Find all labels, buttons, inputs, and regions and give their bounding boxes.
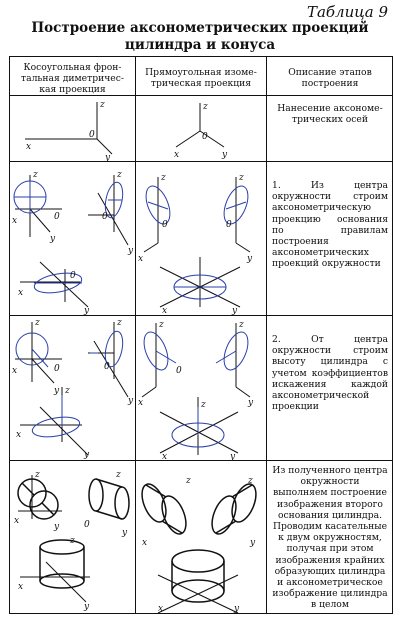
oblique-circle-xy: x y 0 [18,261,90,316]
title-line-1: Построение аксонометрических проекций [31,20,369,36]
construction-table: Косоугольная фрон- тальная диметричес- к… [9,56,393,614]
axis-label-o: 0 [102,212,108,222]
iso-axes-row1: z x y 0 [174,102,228,160]
iso-cylinder-left: z x [141,476,191,548]
axis-label-y: y [121,528,128,538]
axis-label-o: 0 [89,130,95,140]
oblique-cylinder-yz: z 0 y [84,470,130,538]
axis-label-z: z [238,320,244,330]
axis-label-x: x [138,398,143,408]
iso-height-left: z x 0 [138,320,182,408]
header-divider [10,95,392,96]
oblique-height-xy: z x y [16,386,90,460]
axis-label-y: y [83,602,90,612]
axis-label-z: z [116,318,122,328]
axis-label-z: z [34,470,40,480]
axis-label-y: y [246,254,253,264]
row-2-description: 1. Из центра окружности строим аксономет… [272,180,388,270]
iso-circle-right: z y 0 [223,173,253,264]
iso-circle-bottom: x y [159,257,241,316]
axis-label-z: z [116,170,122,180]
axis-label-z: z [34,318,40,328]
axis-label-z: z [185,476,191,486]
axis-label-x: x [158,604,163,614]
axis-label-o: 0 [70,271,76,281]
oblique-circle-yz: z 0 y [88,170,134,256]
drawings-layer: z x y 0 z x y 0 z x y 0 [12,100,257,614]
page-title: Построение аксонометрических проекций ци… [0,20,400,54]
axis-label-z: z [69,536,75,546]
axis-label-y: y [221,150,228,160]
axis-label-x: x [12,366,17,376]
axis-label-x: x [16,430,21,440]
axis-label-o: 0 [84,520,90,530]
axis-label-o: 0 [54,212,60,222]
table-number: Таблица 9 [306,3,388,21]
axis-label-x: x [162,306,167,316]
iso-cylinder-right: z y [211,476,257,548]
axis-label-y: y [53,386,60,396]
axis-label-y: y [83,306,90,316]
header-description: Описание этапов построения [288,67,372,89]
iso-height-bottom: z x y [159,397,239,462]
iso-circle-left: z x 0 [138,173,171,264]
axis-label-o: 0 [104,362,110,372]
axis-label-z: z [32,170,38,180]
axis-label-y: y [231,306,238,316]
axis-label-z: z [202,102,208,112]
axis-label-x: x [26,142,31,152]
oblique-height-xz: z x y 0 [12,318,62,396]
oblique-height-yz: z 0 y [88,318,134,406]
iso-height-right: z y [215,320,254,408]
row-1-description: Нанесение аксономе-трических осей [277,103,383,126]
axis-label-x: x [12,216,17,226]
axis-label-z: z [99,100,105,110]
axis-label-z: z [64,386,70,396]
axis-label-z: z [238,173,244,183]
oblique-cylinder-xz: z x y [14,470,62,532]
oblique-axes-row1: z x y 0 [25,100,113,163]
oblique-circle-xz: z x y 0 [12,170,62,244]
row-3-description: 2. От центра окружности строим высоту ци… [272,334,388,413]
axis-label-x: x [18,582,23,592]
axis-label-o: 0 [202,132,208,142]
column-divider-1 [135,57,136,613]
header-isometric: Прямоугольная изоме- трическая проекция [145,67,257,89]
axis-label-z: z [247,476,253,486]
axis-label-y: y [233,604,240,614]
axis-label-x: x [14,516,19,526]
row-4-description: Из полученного центра окружности выполня… [272,465,388,611]
axis-label-y: y [249,538,256,548]
axis-label-y: y [104,153,111,163]
iso-cylinder-bottom: x y [157,549,240,614]
axis-label-y: y [229,452,236,462]
axis-label-x: x [174,150,179,160]
oblique-cylinder-xy: z x y [18,536,90,612]
axis-label-y: y [247,398,254,408]
axis-label-x: x [138,254,143,264]
axis-label-x: x [142,538,147,548]
axis-label-z: z [200,400,206,410]
axis-label-y: y [83,450,90,460]
row-divider-3 [10,460,392,461]
axis-label-o: 0 [54,364,60,374]
row-divider-2 [10,315,392,316]
axis-label-y: y [127,396,134,406]
axis-label-x: x [18,288,23,298]
title-line-2: цилиндра и конуса [124,37,276,53]
axis-label-o: 0 [162,220,168,230]
axis-label-z: z [115,470,121,480]
axis-label-o: 0 [226,220,232,230]
column-divider-2 [266,57,267,613]
axis-label-o: 0 [176,366,182,376]
axis-label-x: x [162,452,167,462]
axis-label-y: y [53,522,60,532]
header-oblique: Косоугольная фрон- тальная диметричес- к… [21,62,124,95]
axis-label-z: z [160,173,166,183]
axis-label-y: y [127,246,134,256]
axis-label-z: z [158,320,164,330]
axis-label-y: y [49,234,56,244]
row-divider-1 [10,161,392,162]
